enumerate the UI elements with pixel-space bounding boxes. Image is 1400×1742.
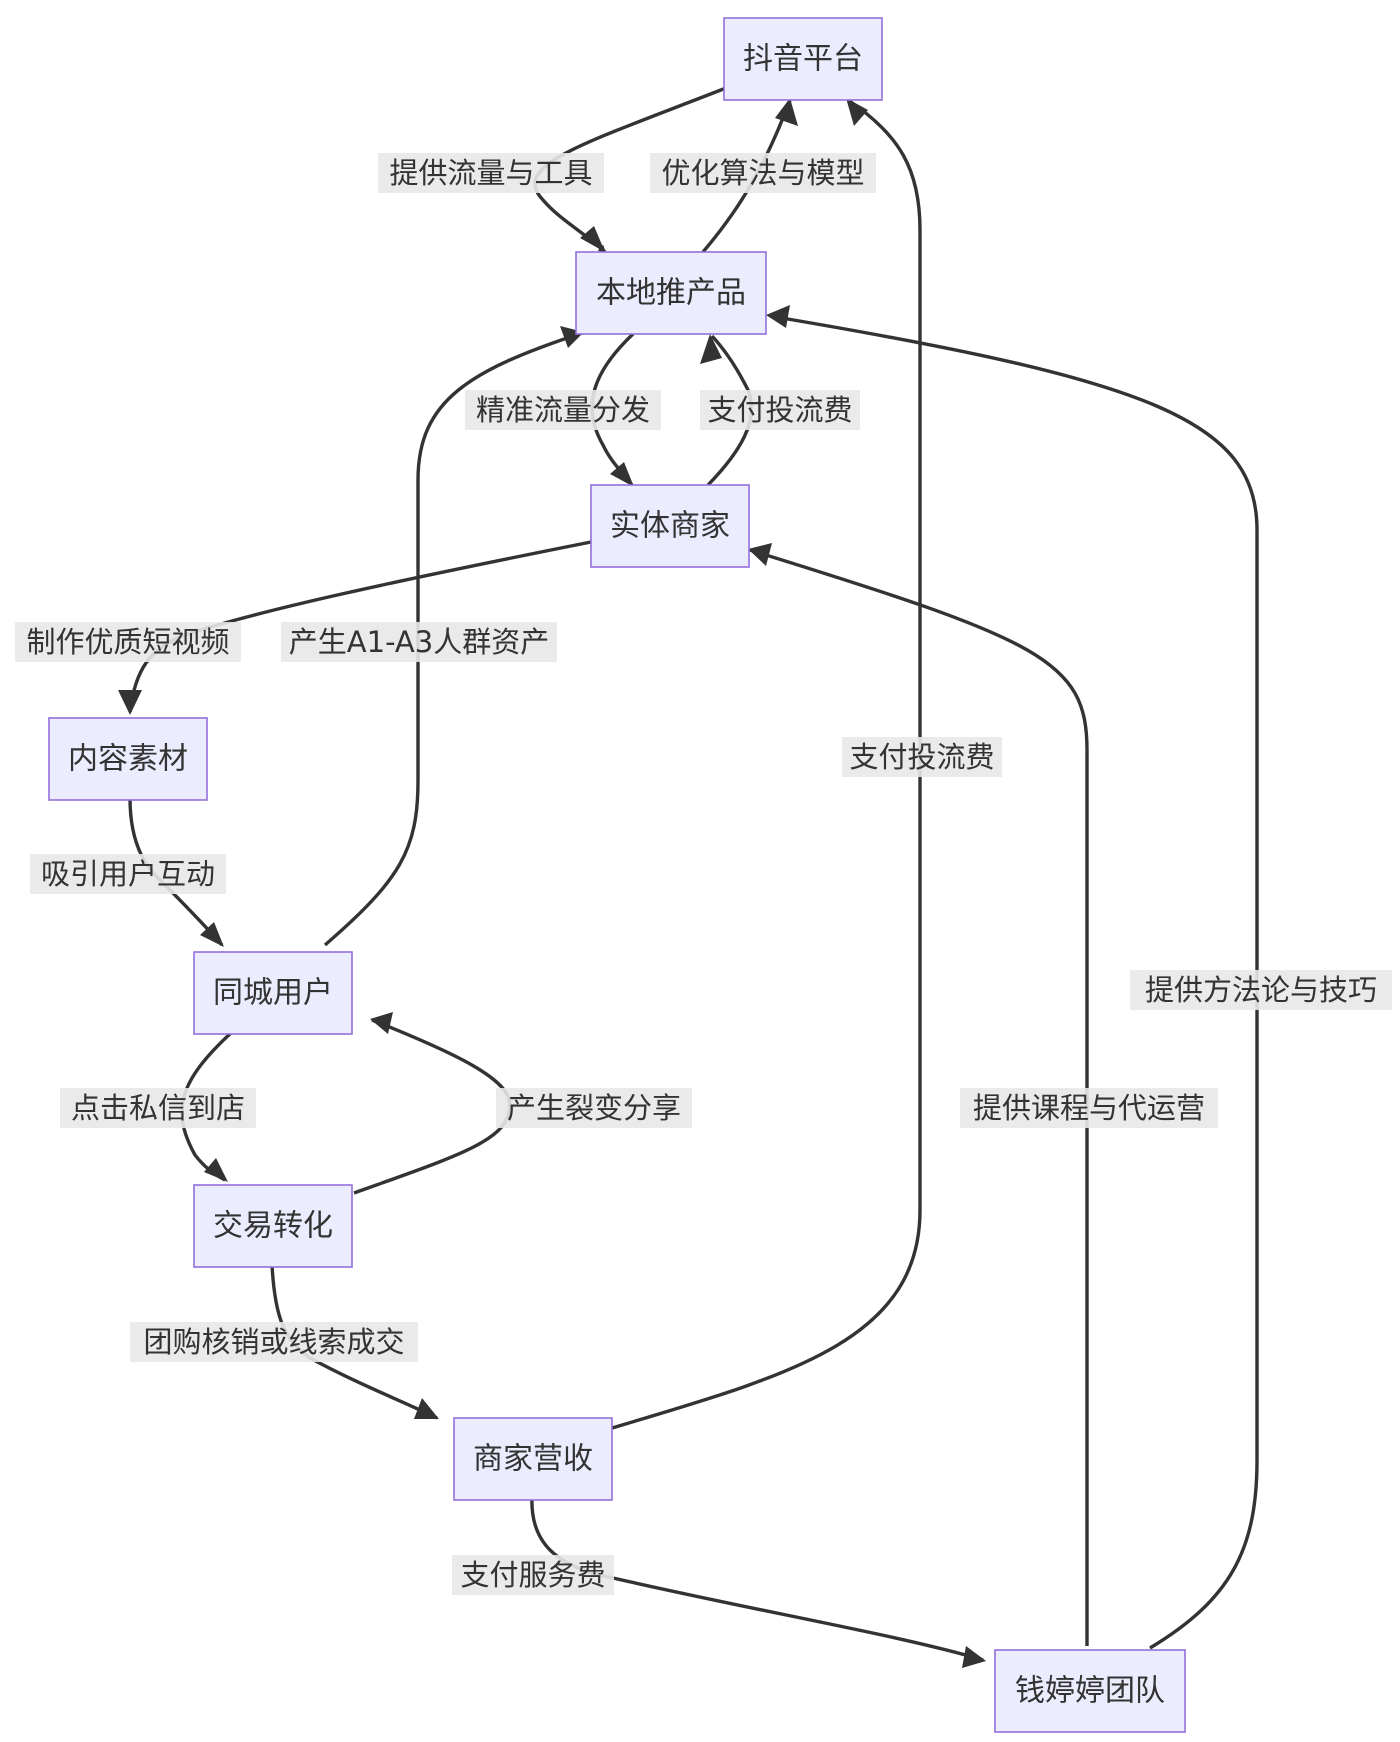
node-douyin-platform[interactable]: 抖音平台 xyxy=(723,17,883,101)
arrowhead-douyin-from-product xyxy=(775,98,798,126)
arrowhead-merchant-from-product xyxy=(610,462,634,487)
svg-text:内容素材: 内容素材 xyxy=(68,742,188,777)
svg-text:交易转化: 交易转化 xyxy=(213,1209,333,1244)
edge-label-team-merchant: 提供课程与代运营 xyxy=(960,1088,1218,1128)
arrowhead-product-from-merchant xyxy=(700,334,722,364)
arrowhead-revenue-from-trade xyxy=(414,1398,439,1419)
edge-label-users-product: 产生A1-A3人群资产 xyxy=(281,622,557,662)
edge-label-product-merchant: 精准流量分发 xyxy=(465,390,661,430)
edge-product-to-douyin xyxy=(701,99,792,254)
edge-team-to-product xyxy=(769,314,1259,1650)
svg-text:产生裂变分享: 产生裂变分享 xyxy=(507,1091,681,1125)
edge-merchant-to-content xyxy=(128,540,592,713)
svg-text:钱婷婷团队: 钱婷婷团队 xyxy=(1015,1674,1165,1709)
svg-text:精准流量分发: 精准流量分发 xyxy=(476,393,650,427)
arrowhead-product-from-team xyxy=(766,305,790,328)
svg-text:产生A1-A3人群资产: 产生A1-A3人群资产 xyxy=(289,625,549,659)
svg-text:本地推产品: 本地推产品 xyxy=(596,276,746,311)
node-qian-tingting-team[interactable]: 钱婷婷团队 xyxy=(994,1649,1186,1733)
edge-users-to-product xyxy=(323,331,583,947)
edge-trade-to-users xyxy=(353,1018,512,1195)
svg-text:优化算法与模型: 优化算法与模型 xyxy=(661,156,864,190)
arrowhead-trade-from-users xyxy=(204,1158,228,1182)
arrowhead-content-from-merchant xyxy=(118,690,142,715)
arrowhead-team-from-revenue xyxy=(962,1646,986,1668)
svg-text:抖音平台: 抖音平台 xyxy=(743,42,863,77)
edge-label-content-users: 吸引用户互动 xyxy=(30,854,226,894)
arrowhead-users-from-content xyxy=(200,922,224,947)
svg-text:提供流量与工具: 提供流量与工具 xyxy=(389,156,592,190)
edge-label-trade-revenue: 团购核销或线索成交 xyxy=(130,1322,418,1362)
node-local-promo-product[interactable]: 本地推产品 xyxy=(575,251,767,335)
svg-text:团购核销或线索成交: 团购核销或线索成交 xyxy=(143,1325,404,1359)
svg-text:实体商家: 实体商家 xyxy=(610,509,730,544)
edge-label-trade-users: 产生裂变分享 xyxy=(496,1088,692,1128)
svg-text:支付投流费: 支付投流费 xyxy=(849,740,994,774)
node-merchant-revenue[interactable]: 商家营收 xyxy=(453,1417,613,1501)
svg-text:商家营收: 商家营收 xyxy=(473,1442,593,1477)
edge-label-revenue-team: 支付服务费 xyxy=(452,1555,614,1595)
edge-team-to-merchant xyxy=(749,548,1089,1646)
arrowhead-users-from-trade xyxy=(370,1012,393,1034)
edge-label-revenue-douyin: 支付投流费 xyxy=(842,737,1002,777)
edge-label-product-douyin: 优化算法与模型 xyxy=(650,153,876,193)
edge-label-users-trade: 点击私信到店 xyxy=(60,1088,256,1128)
edge-label-douyin-product: 提供流量与工具 xyxy=(378,153,604,193)
edge-label-merchant-content: 制作优质短视频 xyxy=(15,622,241,662)
node-content-material[interactable]: 内容素材 xyxy=(48,717,208,801)
svg-text:同城用户: 同城用户 xyxy=(213,976,333,1011)
arrowhead-douyin-from-revenue xyxy=(846,98,868,126)
edge-label-merchant-product: 支付投流费 xyxy=(700,390,860,430)
edge-label-team-product: 提供方法论与技巧 xyxy=(1130,970,1392,1010)
svg-text:点击私信到店: 点击私信到店 xyxy=(71,1091,245,1125)
node-physical-merchant[interactable]: 实体商家 xyxy=(590,484,750,568)
arrowhead-product-from-douyin xyxy=(580,226,605,252)
arrowhead-merchant-from-team xyxy=(748,543,772,566)
edge-revenue-to-team xyxy=(530,1496,984,1662)
svg-text:支付投流费: 支付投流费 xyxy=(707,393,852,427)
node-local-users[interactable]: 同城用户 xyxy=(193,951,353,1035)
svg-text:吸引用户互动: 吸引用户互动 xyxy=(41,857,215,891)
svg-text:提供方法论与技巧: 提供方法论与技巧 xyxy=(1145,973,1377,1007)
svg-text:制作优质短视频: 制作优质短视频 xyxy=(26,625,229,659)
svg-text:支付服务费: 支付服务费 xyxy=(460,1558,605,1592)
node-trade-conversion[interactable]: 交易转化 xyxy=(193,1184,353,1268)
svg-text:提供课程与代运营: 提供课程与代运营 xyxy=(973,1091,1205,1125)
edge-revenue-to-douyin xyxy=(611,98,922,1430)
